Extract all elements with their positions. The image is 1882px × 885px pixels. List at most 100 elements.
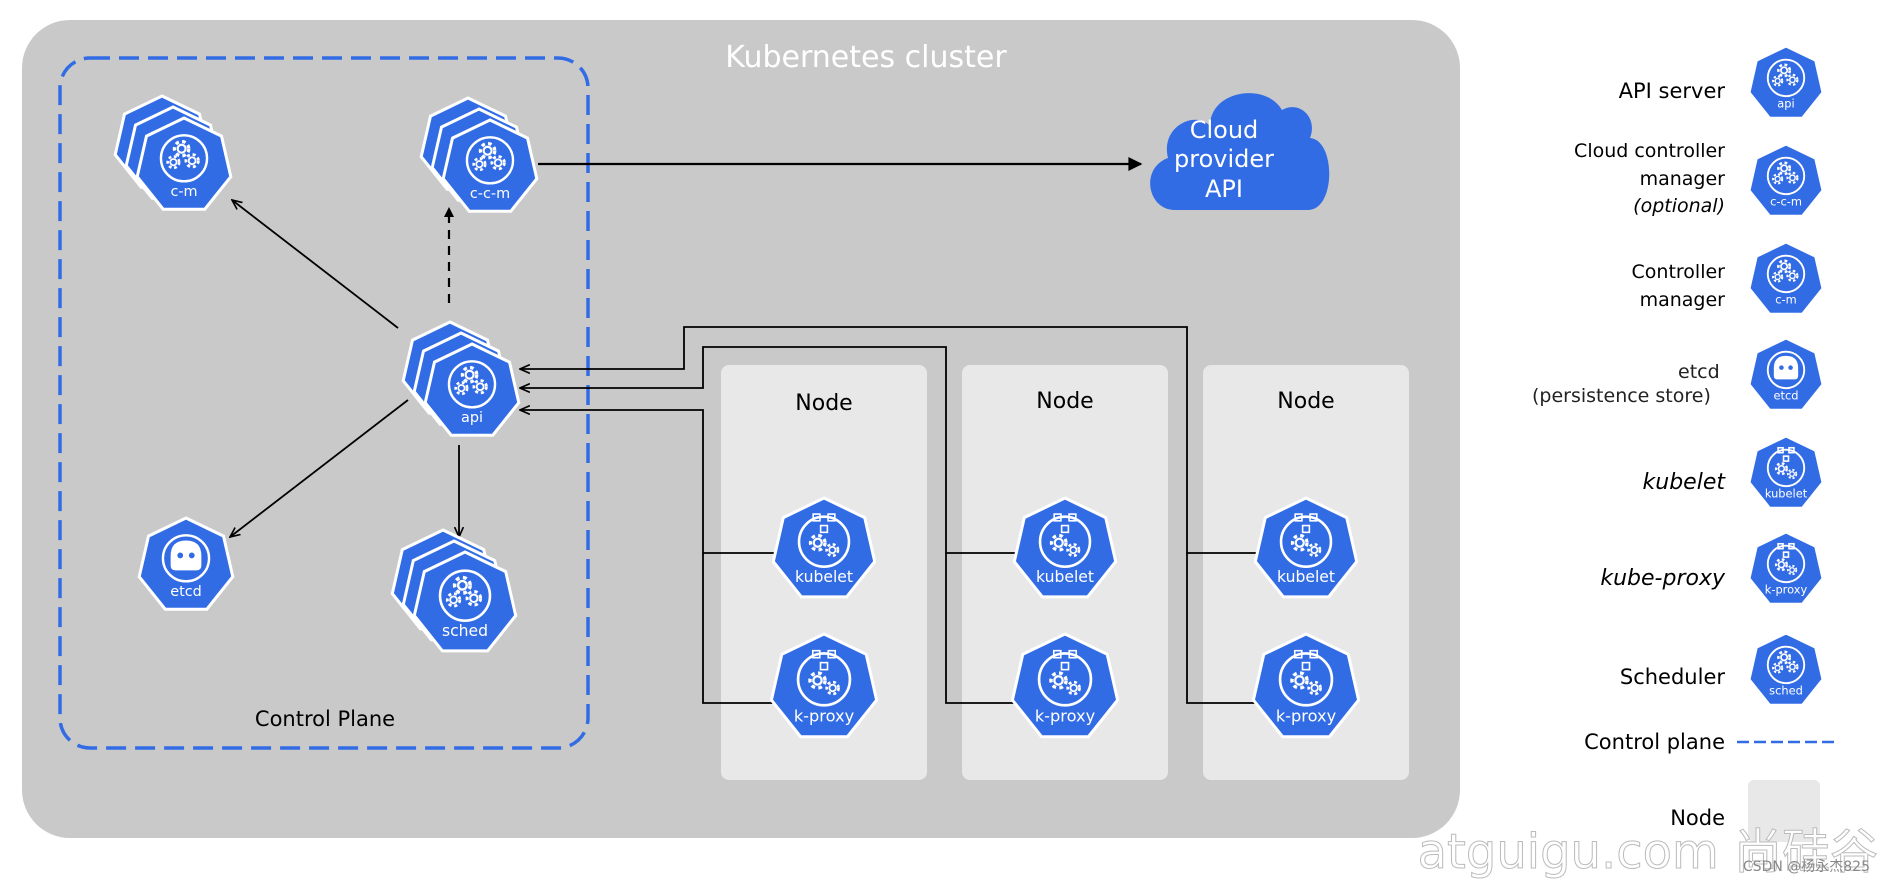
etcd-eye — [1788, 365, 1793, 370]
legend-kube-proxy-icon: k-proxy — [1747, 530, 1825, 606]
kube-proxy-icon: k-proxy — [769, 632, 879, 739]
legend-cm-line2: manager — [1640, 289, 1726, 311]
gear-icon — [1290, 671, 1309, 690]
icon-label: k-proxy — [1035, 706, 1096, 725]
gear-hub — [1774, 664, 1781, 672]
cube-icon — [1053, 513, 1062, 522]
control-plane-label: Control Plane — [255, 707, 395, 731]
cube-icon — [1782, 455, 1790, 462]
etcd-eye — [188, 552, 195, 559]
icon-label: api — [1777, 97, 1794, 111]
k8s-heptagon — [771, 496, 877, 599]
icon-ring — [438, 569, 492, 622]
gear-hub — [1774, 175, 1781, 183]
gear-icon — [1290, 533, 1309, 552]
icon-label: c-m — [170, 184, 197, 200]
k8s-heptagon — [769, 632, 879, 739]
gear-hub — [812, 537, 823, 548]
gear-icon — [1307, 542, 1322, 558]
legend-etcd-line1: etcd — [1678, 361, 1720, 383]
gear-hub — [457, 384, 466, 393]
gear-hub — [1053, 537, 1064, 548]
k8s-heptagon — [412, 550, 518, 653]
legend-node-swatch — [1748, 780, 1820, 842]
k8s-heptagon — [1251, 632, 1361, 739]
legend-cm-line1: Controller — [1632, 261, 1726, 283]
gear-icon — [1772, 173, 1784, 185]
legend-kubelet: kubelet — [1643, 470, 1727, 495]
cube-icon — [1309, 649, 1319, 659]
gear-hub — [1789, 471, 1796, 477]
connector-node1-proxy — [702, 553, 777, 704]
gear-hub — [1789, 663, 1796, 671]
kubelet-icon: kubelet — [1012, 496, 1118, 599]
gear-icon — [1307, 680, 1322, 696]
watermark-text: atguigu.com 尚硅谷 — [1418, 824, 1878, 880]
icon-ring — [1766, 645, 1806, 685]
gear-icon — [808, 533, 827, 552]
cloud-shape — [1150, 93, 1330, 210]
gear-icon — [465, 589, 483, 607]
gear-icon — [1772, 271, 1784, 283]
gear-icon — [1786, 171, 1799, 184]
icon-label: sched — [1769, 684, 1803, 698]
gear-icon — [1049, 671, 1068, 690]
gear-icon — [1777, 63, 1792, 78]
connector-node1-to-api — [520, 410, 777, 554]
gear-hub — [1780, 653, 1789, 662]
arrow-api-to-cm — [232, 200, 399, 329]
gear-icon — [172, 139, 191, 158]
watermark-credit: CSDN @杨永杰825 — [1743, 859, 1870, 875]
cube-icon — [1782, 551, 1790, 558]
connector-node2-to-api — [520, 346, 1018, 554]
cube-icon — [1301, 524, 1311, 534]
gear-icon — [1772, 75, 1784, 87]
icon-label: k-proxy — [1765, 583, 1808, 597]
gear-hub — [493, 158, 503, 168]
icon-ring — [447, 360, 497, 409]
gear-hub — [1780, 262, 1789, 271]
cube-icon — [1777, 542, 1784, 550]
icon-ring — [1279, 515, 1333, 568]
legend-scheduler-icon: sched — [1747, 631, 1825, 707]
gear-hub — [1789, 174, 1796, 182]
gear-hub — [828, 683, 837, 693]
gear-hub — [176, 143, 187, 154]
gear-icon — [1786, 269, 1799, 282]
cube-icon — [1301, 661, 1311, 671]
icon-label: k-proxy — [794, 706, 855, 725]
gear-hub — [1789, 272, 1796, 280]
gear-hub — [449, 595, 458, 605]
api-server-icon: api — [401, 320, 521, 437]
gear-hub — [1789, 567, 1796, 573]
node-title-1: Node — [795, 391, 852, 416]
legend-cm-icon: c-m — [1747, 240, 1825, 316]
gear-hub — [1774, 77, 1781, 85]
k8s-heptagon — [1747, 434, 1825, 510]
gear-hub — [1777, 464, 1786, 473]
gear-icon — [825, 542, 840, 558]
k8s-heptagon — [1747, 631, 1825, 707]
icon-ring — [796, 652, 852, 707]
gear-hub — [456, 579, 468, 591]
cube-icon — [1068, 649, 1078, 659]
icon-ring — [1766, 254, 1806, 294]
k8s-heptagon — [423, 342, 521, 437]
etcd-eye — [1779, 365, 1784, 370]
cube-icon — [1060, 524, 1070, 534]
legend: API server Cloud controller manager (opt… — [1532, 79, 1838, 842]
icon-ring — [797, 515, 851, 568]
gear-hub — [169, 158, 178, 167]
gear-hub — [475, 382, 485, 392]
icon-ring — [1766, 156, 1806, 196]
k8s-heptagon — [1747, 44, 1825, 120]
gear-hub — [1780, 66, 1789, 75]
gear-hub — [187, 156, 197, 166]
node-title-2: Node — [1036, 389, 1093, 414]
cube-icon — [819, 524, 829, 534]
gear-icon — [445, 592, 462, 608]
etcd-head-icon — [170, 540, 202, 571]
gear-hub — [1294, 675, 1305, 686]
icon-ring — [1766, 544, 1806, 584]
cube-icon — [819, 661, 829, 671]
